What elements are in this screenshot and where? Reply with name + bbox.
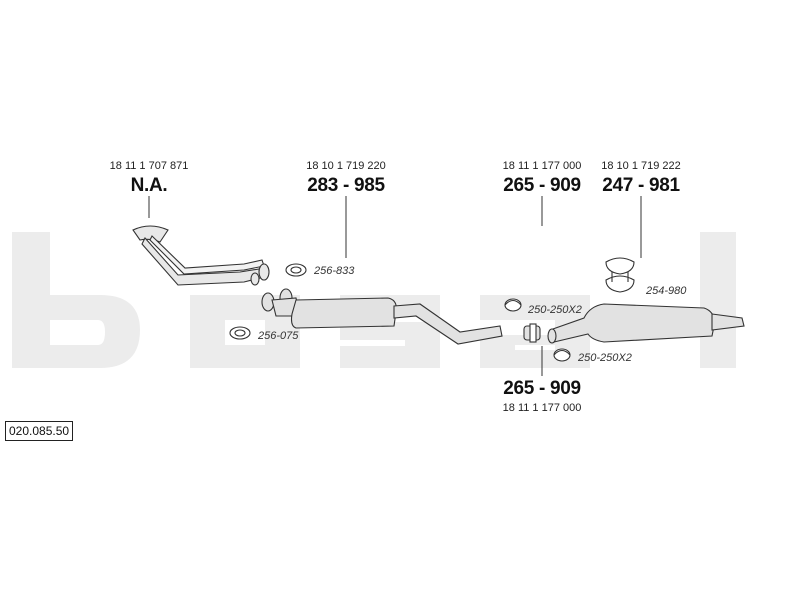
part-number-247-981[interactable]: 247 - 981 [602,175,680,196]
oe-number-na: 18 11 1 707 871 [109,160,189,172]
label-clamp-lower: 250-250X2 [578,352,632,364]
label-clamp-upper: 250-250X2 [528,304,582,316]
part-number-265-909-top[interactable]: 265 - 909 [503,175,581,196]
clamp-part-lower[interactable] [553,348,571,362]
rubber-hanger-part[interactable] [605,257,635,293]
label-gasket-lower: 256-075 [258,330,299,342]
gasket-part-lower[interactable] [229,326,251,340]
connector-sleeve-part[interactable] [523,323,541,343]
part-number-265-909-bottom[interactable]: 265 - 909 [503,378,581,399]
oe-number-265-909-bottom: 18 11 1 177 000 [502,402,582,414]
middle-silencer-part[interactable] [261,288,503,345]
gasket-part-upper[interactable] [285,263,307,277]
part-number-283-985[interactable]: 283 - 985 [307,175,385,196]
part-number-na[interactable]: N.A. [130,175,168,196]
front-pipe-part[interactable] [132,225,270,286]
label-hanger: 254-980 [646,285,687,297]
clamp-part-upper[interactable] [504,298,522,312]
oe-number-283-985: 18 10 1 719 220 [306,160,386,172]
label-gasket-upper: 256-833 [314,265,355,277]
oe-number-265-909-top: 18 11 1 177 000 [502,160,582,172]
oe-number-247-981: 18 10 1 719 222 [601,160,681,172]
reference-number-box: 020.085.50 [5,421,74,441]
rear-silencer-part[interactable] [547,303,745,344]
